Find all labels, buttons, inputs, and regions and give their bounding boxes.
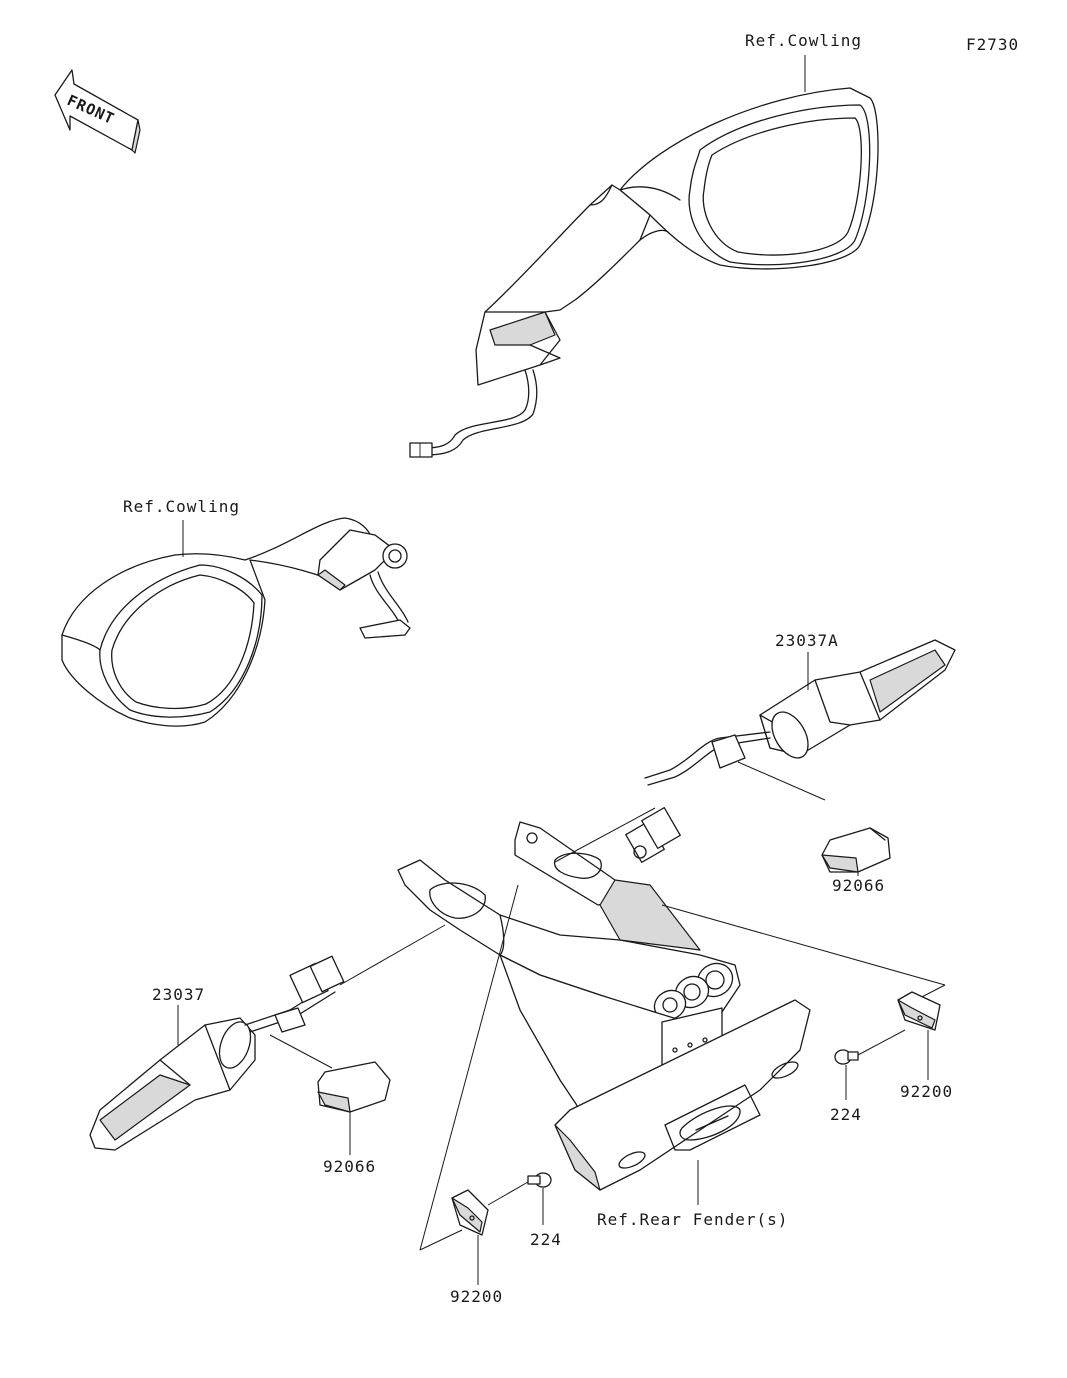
- part-92066-right-label: 92066: [832, 876, 885, 895]
- part-92200-right-label: 92200: [900, 1082, 953, 1101]
- part-92200-bottom-label: 92200: [450, 1287, 503, 1306]
- left-mirror: [61, 517, 411, 727]
- bottom-bolt-224: [527, 1172, 552, 1188]
- part-92066-left-label: 92066: [323, 1157, 376, 1176]
- right-mirror: [409, 87, 879, 458]
- ref-cowling-left-label: Ref.Cowling: [123, 497, 240, 516]
- rear-fender-bracket: [397, 821, 811, 1191]
- left-turn-signal: [89, 955, 345, 1151]
- left-rubber-92066: [317, 1061, 391, 1113]
- part-224-right-label: 224: [830, 1105, 862, 1124]
- part-23037A-label: 23037A: [775, 631, 839, 650]
- bottom-clip-92200: [451, 1189, 489, 1236]
- part-23037-label: 23037: [152, 985, 205, 1004]
- right-turn-signal: [625, 639, 956, 864]
- figure-code: F2730: [966, 35, 1019, 54]
- right-rubber-92066: [821, 827, 891, 873]
- part-224-bottom-label: 224: [530, 1230, 562, 1249]
- front-arrow-icon: FRONT: [54, 69, 141, 154]
- right-clip-92200: [897, 991, 941, 1031]
- ref-cowling-top-label: Ref.Cowling: [745, 31, 862, 50]
- right-bolt-224: [834, 1049, 859, 1065]
- ref-rear-fender-label: Ref.Rear Fender(s): [597, 1210, 788, 1229]
